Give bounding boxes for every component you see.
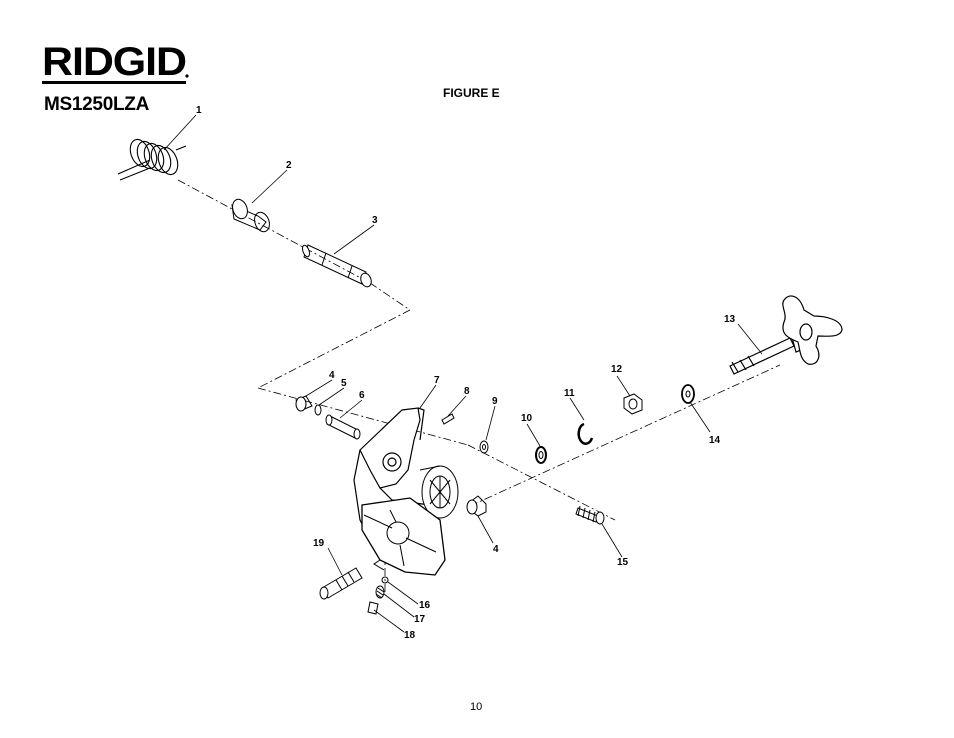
figure-title: FIGURE E	[443, 86, 500, 100]
e-ring-small	[314, 404, 322, 416]
callout-15: 15	[617, 557, 629, 568]
callout-8: 8	[464, 386, 470, 397]
set-screw-small	[441, 413, 455, 425]
callout-7: 7	[434, 375, 440, 386]
washer-small	[479, 440, 489, 454]
callout-12: 12	[611, 364, 623, 375]
detent-spring	[375, 585, 385, 599]
callout-17: 17	[414, 614, 426, 625]
wave-washer	[535, 446, 547, 464]
callout-19: 19	[313, 538, 325, 549]
callout-2: 2	[286, 160, 292, 171]
callout-1: 1	[196, 105, 202, 116]
lock-knob	[729, 295, 843, 375]
callout-18: 18	[404, 630, 416, 641]
callout-4b: 4	[493, 544, 499, 555]
page-number: 10	[470, 701, 483, 713]
callout-16: 16	[419, 600, 431, 611]
bushing	[231, 198, 270, 233]
screw	[575, 505, 605, 525]
callout-6: 6	[359, 390, 365, 401]
callout-5: 5	[341, 378, 347, 389]
detent-ball	[381, 576, 389, 584]
base-plate	[361, 497, 446, 576]
detent-hub	[419, 465, 459, 519]
ridgid-logo: RIDGID	[42, 40, 189, 82]
hex-nut	[623, 393, 643, 415]
pin	[325, 414, 361, 440]
leader-lines	[163, 114, 763, 633]
callout-11: 11	[564, 388, 575, 399]
callout-4: 4	[329, 370, 335, 381]
threaded-stud	[319, 567, 363, 600]
callout-10: 10	[521, 413, 533, 424]
torsion-spring	[117, 138, 187, 181]
callout-3: 3	[372, 215, 378, 226]
retaining-ring	[577, 422, 594, 445]
pivot-shaft	[302, 244, 372, 288]
bushing-small	[295, 395, 313, 412]
callout-13: 13	[724, 314, 736, 325]
logo-text: RIDGID	[42, 40, 186, 82]
assembly-axis-lines	[177, 179, 781, 595]
set-screw-detent	[367, 601, 379, 615]
callout-numbers: 1 2 3 4 5 6 7 8 9 10 11 12 13 14 4 15 16…	[196, 105, 736, 641]
model-number: MS1250LZA	[44, 94, 150, 115]
bushing-right	[466, 495, 487, 517]
callout-9: 9	[492, 396, 498, 407]
logo-underline	[42, 81, 186, 84]
flat-washer	[681, 384, 695, 404]
callout-14: 14	[709, 435, 721, 446]
